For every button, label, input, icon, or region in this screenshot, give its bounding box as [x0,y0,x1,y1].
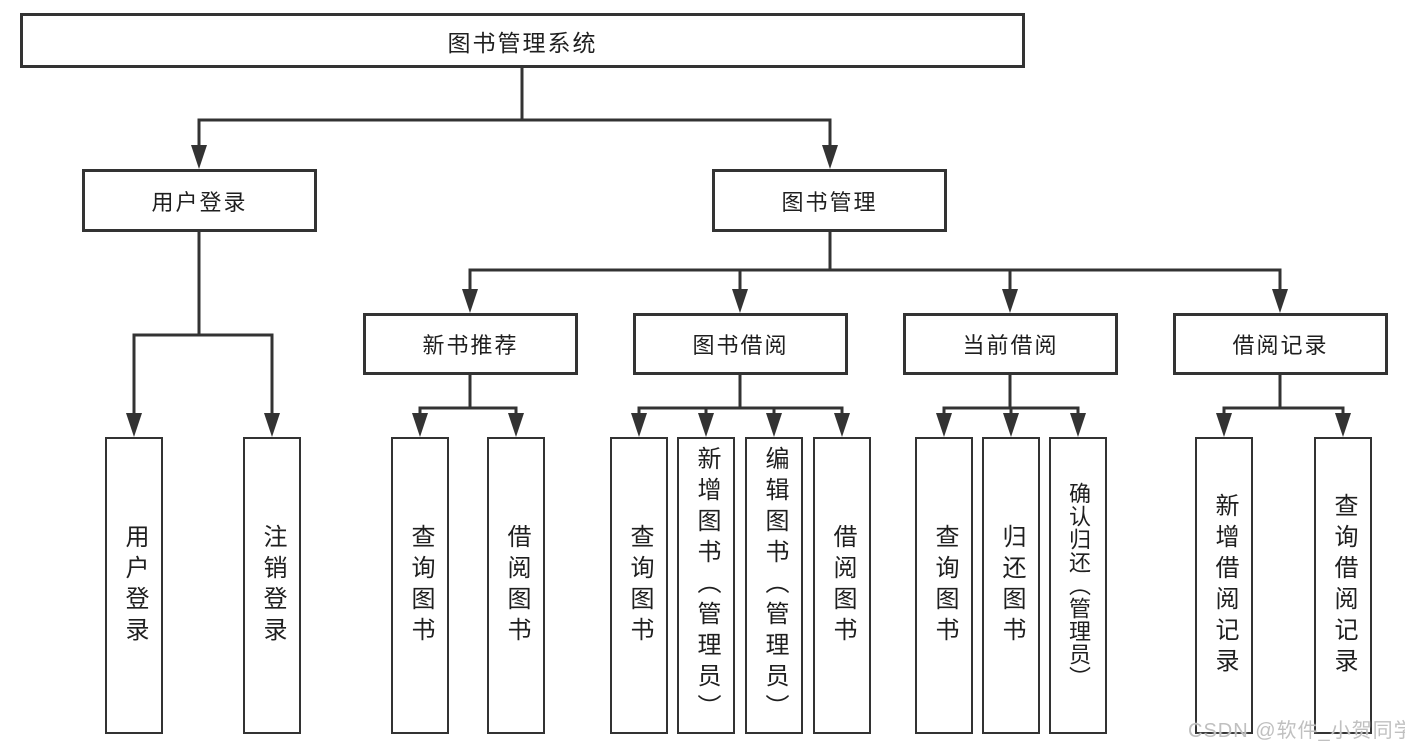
connector-book-mgmt [462,232,1288,313]
node-label: 确认归还（管理员） [1066,482,1091,689]
node-borrow-records: 借阅记录 [1173,313,1388,375]
node-label: 用户登录 [151,189,248,215]
leaf-borrow-books: 借阅图书 [813,437,871,734]
leaf-confirm-return-admin: 确认归还（管理员） [1049,437,1107,734]
node-label: 编辑图书（管理员） [761,446,788,725]
node-library-system: 图书管理系统 [20,13,1025,68]
node-new-book-recommend: 新书推荐 [363,313,578,375]
node-label: 用户登录 [121,523,148,648]
node-label: 新增借阅记录 [1211,492,1238,679]
node-label: 新书推荐 [422,333,519,358]
leaf-query-books-recommend: 查询图书 [391,437,449,734]
leaf-user-login: 用户登录 [105,437,163,734]
node-label: 查询借阅记录 [1330,492,1357,679]
leaf-add-borrow-record: 新增借阅记录 [1195,437,1253,734]
connector-new-books [412,375,524,437]
leaf-borrow-books-recommend: 借阅图书 [487,437,545,734]
connector-current-borrow [936,375,1086,437]
node-label: 查询图书 [407,523,434,648]
connector-user-login [126,232,280,437]
node-current-borrow: 当前借阅 [903,313,1118,375]
node-label: 归还图书 [998,523,1025,648]
node-book-borrow: 图书借阅 [633,313,848,375]
node-label: 当前借阅 [962,333,1059,358]
leaf-edit-books-admin: 编辑图书（管理员） [745,437,803,734]
node-label: 查询图书 [626,523,653,648]
leaf-query-books-current: 查询图书 [915,437,973,734]
csdn-watermark: CSDN @软件_小贺同学 [1188,720,1405,742]
leaf-logout: 注销登录 [243,437,301,734]
leaf-query-borrow-record: 查询借阅记录 [1314,437,1372,734]
leaf-add-books-admin: 新增图书（管理员） [677,437,735,734]
node-user-login: 用户登录 [82,169,317,232]
node-label: 图书管理系统 [447,29,598,56]
node-label: 注销登录 [259,523,286,648]
leaf-query-books-borrow: 查询图书 [610,437,668,734]
leaf-return-books: 归还图书 [982,437,1040,734]
connector-book-borrow [631,375,850,437]
node-label: 图书管理 [781,189,878,215]
node-book-management: 图书管理 [712,169,947,232]
node-label: 借阅图书 [829,523,856,648]
connector-borrow-records [1216,375,1351,437]
node-label: 借阅图书 [503,523,530,648]
connector-root [191,68,838,169]
node-label: 新增图书（管理员） [693,446,720,725]
node-label: 图书借阅 [692,333,789,358]
node-label: 查询图书 [931,523,958,648]
node-label: 借阅记录 [1232,333,1329,358]
